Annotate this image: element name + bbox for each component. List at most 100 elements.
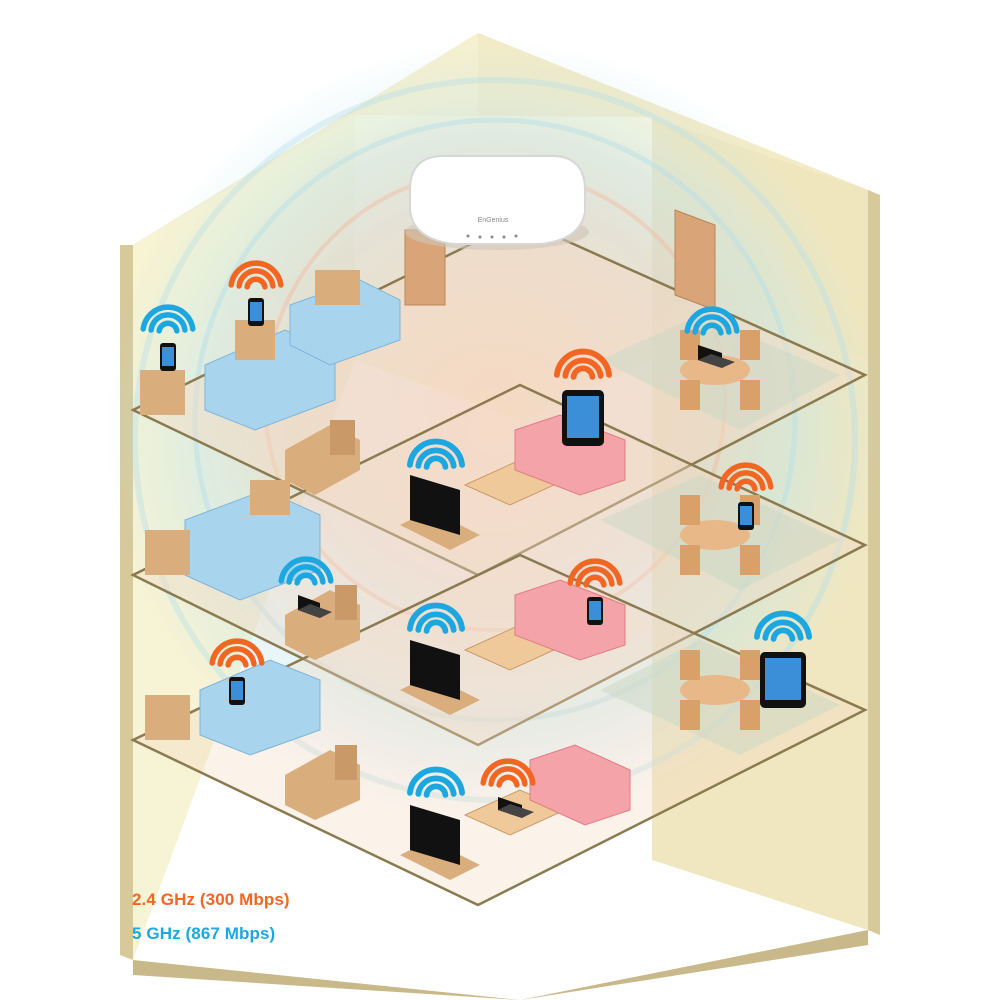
chair — [740, 700, 760, 730]
wifi-arc — [217, 646, 257, 667]
wifi-arc — [754, 610, 812, 640]
chair — [680, 700, 700, 730]
wifi-arc — [140, 304, 196, 332]
nightstand — [140, 370, 185, 415]
access-point-led — [466, 234, 470, 238]
access-point-led — [514, 234, 518, 238]
wifi-signals — [140, 260, 812, 798]
base-slab — [133, 930, 868, 1000]
access-point-led — [478, 235, 482, 239]
wifi-arc — [692, 314, 732, 335]
wifi-arc — [244, 276, 268, 290]
phone-bottom-bed-screen — [231, 681, 243, 700]
chair — [335, 585, 357, 620]
dining-table — [680, 520, 750, 550]
access-point-led — [490, 235, 494, 239]
access-point-brand: EnGenius — [478, 217, 509, 224]
tv-bottom — [410, 805, 460, 865]
devices — [160, 298, 806, 818]
nightstand — [145, 530, 190, 575]
wifi-arc — [415, 611, 457, 633]
phone-top-dining-screen — [740, 506, 752, 525]
wifi-arc — [567, 558, 623, 586]
wifi-arc — [684, 306, 740, 334]
nightstand — [235, 320, 275, 360]
wifi-arc — [570, 365, 596, 380]
door — [674, 209, 716, 311]
phone-top-nightstand-screen — [250, 302, 262, 321]
wifi-arc — [423, 783, 449, 798]
wifi-arc — [583, 574, 607, 588]
wifi-arc — [718, 462, 774, 490]
wifi-arc — [286, 564, 326, 585]
chair — [680, 380, 700, 410]
tablet-top-sofa-screen — [567, 396, 599, 438]
access-point-led — [502, 235, 506, 239]
chair — [680, 545, 700, 575]
access-point-body — [409, 155, 586, 245]
tablet-middle-dining-screen — [765, 658, 801, 700]
wifi-arc — [762, 619, 804, 641]
wifi-arc — [209, 638, 265, 666]
wifi-signal-icon — [718, 462, 774, 492]
wifi-arc — [148, 312, 188, 333]
dining-table — [680, 675, 750, 705]
wifi-signal-icon — [567, 558, 623, 588]
wifi-signal-icon — [684, 306, 740, 336]
coverage-ring — [192, 117, 798, 723]
chair — [680, 495, 700, 525]
wifi-arc — [228, 260, 284, 288]
laptop-middle-desk-base — [298, 604, 332, 618]
top-floor-furniture — [140, 270, 760, 550]
wifi-arc — [278, 556, 334, 584]
wifi-signal-icon — [228, 260, 284, 290]
legend-24ghz: 2.4 GHz (300 Mbps) — [132, 890, 290, 909]
wifi-arc — [156, 320, 180, 334]
wifi-arc — [423, 455, 449, 470]
chair — [680, 330, 700, 360]
wifi-arc — [496, 774, 520, 788]
nightstand — [145, 695, 190, 740]
wifi-signal-icon — [209, 638, 265, 668]
wifi-arc — [726, 470, 766, 491]
legend-5ghz: 5 GHz (867 Mbps) — [132, 924, 276, 943]
wifi-arc — [415, 447, 457, 469]
wifi-arc — [294, 572, 318, 586]
wifi-signal-icon — [480, 758, 536, 788]
access-point: EnGenius — [405, 155, 589, 250]
coverage-ring — [132, 77, 858, 803]
wifi-signal-icon — [554, 348, 612, 380]
phone-top-left-screen — [162, 347, 174, 366]
phone-middle-sofa-screen — [589, 601, 601, 620]
wifi-arc — [407, 602, 465, 632]
wifi-arc — [423, 619, 449, 634]
wifi-signal-icon — [278, 556, 334, 586]
sofa — [529, 744, 631, 826]
wifi-arc — [770, 627, 796, 642]
chair — [740, 545, 760, 575]
wifi-arc — [554, 348, 612, 378]
wifi-arc — [734, 478, 758, 492]
chair — [680, 650, 700, 680]
wifi-signal-icon — [754, 610, 812, 642]
laptop-bottom-desk-base — [498, 804, 534, 818]
wifi-signal-icon — [407, 602, 465, 634]
wifi-arc — [225, 654, 249, 668]
wifi-arc — [575, 566, 615, 587]
wifi-signal-icon — [407, 438, 465, 470]
laptop-top-dining-base — [698, 354, 735, 368]
nightstand — [250, 480, 290, 515]
wifi-arc — [480, 758, 536, 786]
wifi-arc — [236, 268, 276, 289]
wifi-arc — [488, 766, 528, 787]
right-outer-edge — [868, 190, 880, 935]
chair — [740, 330, 760, 360]
chair — [335, 745, 357, 780]
wifi-arc — [700, 322, 724, 336]
wifi-arc — [407, 766, 465, 796]
chair — [330, 420, 355, 455]
wifi-arc — [562, 357, 604, 379]
nightstand — [315, 270, 360, 305]
